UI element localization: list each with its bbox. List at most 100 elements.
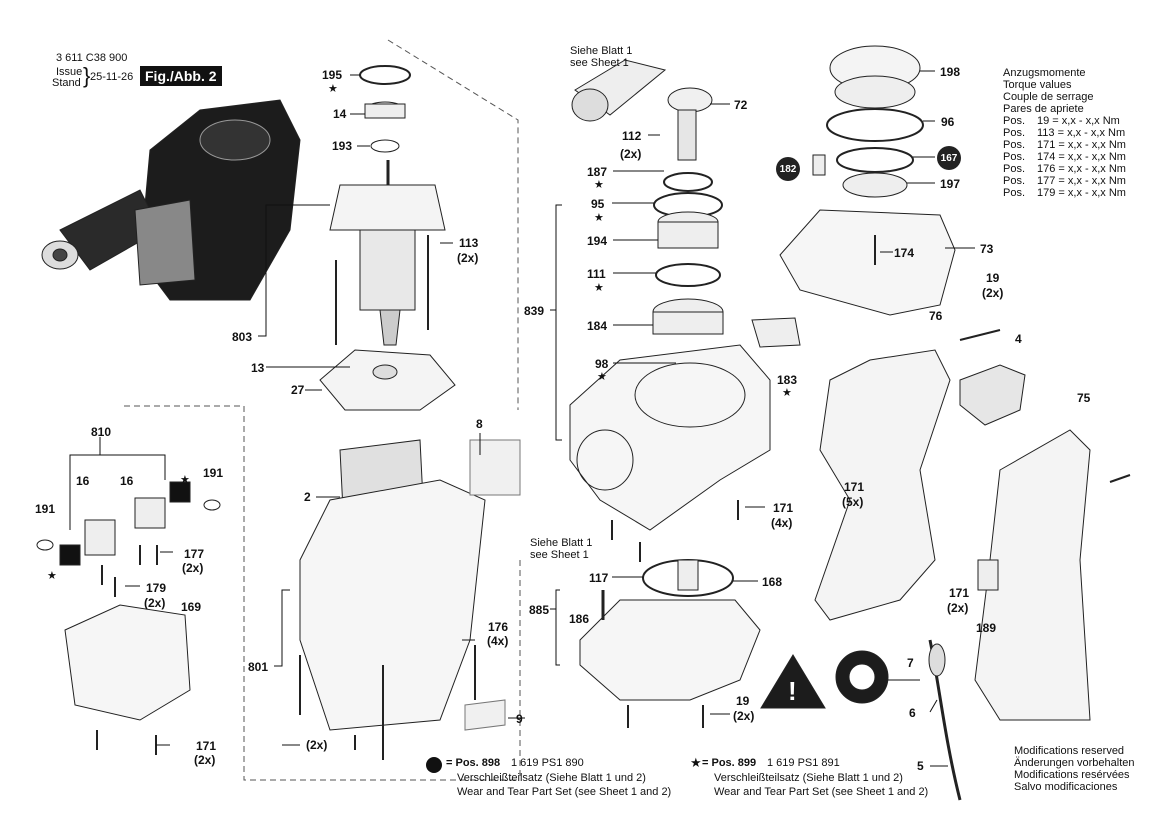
torque-table: Anzugsmomente Torque values Couple de se… [1003, 67, 1126, 199]
torque-title-de: Anzugsmomente [1003, 67, 1086, 79]
part-171-lower: 171 [949, 586, 970, 600]
wear-set-de-2: Verschleißteilsatz (Siehe Blatt 1 und 2) [714, 772, 903, 784]
part-8: 8 [476, 417, 483, 431]
part-171-mid: 171 [773, 501, 794, 515]
mods-de: Änderungen vorbehalten [1014, 757, 1135, 769]
torque-key: Pos. [1003, 175, 1026, 187]
figure-label: Fig./Abb. 2 [140, 66, 222, 86]
part-198: 198 [940, 65, 961, 79]
part-186: 186 [569, 612, 590, 626]
part-76: 76 [929, 309, 943, 323]
torque-key: Pos. [1003, 151, 1026, 163]
torque-row: Pos.171 = x,x - x,x Nm [1003, 139, 1126, 151]
part-801: 801 [248, 660, 269, 674]
part-111: 111 [587, 267, 606, 281]
part-174: 174 [894, 246, 915, 260]
torque-key: Pos. [1003, 127, 1026, 139]
part-171-mid-qty: (4x) [771, 516, 793, 530]
sheet-ref-mid: Siehe Blatt 1 see Sheet 1 [530, 537, 592, 561]
part-182-badge: 182 [776, 157, 800, 181]
part-19-bottom-qty: (2x) [733, 709, 755, 723]
sheet-ref-mid-line1: Siehe Blatt 1 [530, 537, 593, 549]
part-176: 176 [488, 620, 509, 634]
part-168: 168 [762, 575, 783, 589]
part-96: 96 [941, 115, 955, 129]
torque-row: Pos. 176 = x,x - x,x Nm [1003, 163, 1126, 175]
torque-row: Pos.174 = x,x - x,x Nm [1003, 151, 1126, 163]
part-27: 27 [291, 383, 305, 397]
part-2: 2 [304, 490, 311, 504]
torque-value: 177 = x,x - x,x Nm [1037, 175, 1126, 187]
torque-row: Pos. 177 = x,x - x,x Nm [1003, 175, 1126, 187]
part-19-top: 19 [986, 271, 1000, 285]
stand-label: Stand [52, 77, 81, 89]
torque-key: Pos. [1003, 163, 1026, 175]
wear-set-en-1: Wear and Tear Part Set (see Sheet 1 and … [457, 786, 672, 798]
torque-value: 19 = x,x - x,x Nm [1037, 115, 1120, 127]
part-195: 195 [322, 68, 343, 82]
torque-row: Pos. 113 = x,x - x,x Nm [1003, 127, 1126, 139]
torque-key: Pos. [1003, 187, 1026, 199]
part-95: 95 [591, 197, 605, 211]
star-icon: ★ [594, 282, 604, 294]
torque-value: 176 = x,x - x,x Nm [1037, 163, 1126, 175]
star-icon: ★ [594, 179, 604, 191]
part-179: 179 [146, 581, 167, 595]
part-113: 113 [459, 236, 479, 250]
part-7: 7 [907, 656, 914, 670]
pos-898-number: 1 619 PS1 890 [511, 757, 584, 769]
part-13: 13 [251, 361, 265, 375]
sheet-ref-top-line2: see Sheet 1 [570, 57, 629, 69]
sheet-ref-top-line1: Siehe Blatt 1 [570, 45, 633, 57]
part-194: 194 [587, 234, 608, 248]
pos-898-label: = Pos. 898 [446, 757, 501, 769]
star-icon: ★ [594, 212, 604, 224]
part-16-left: 16 [76, 474, 90, 488]
torque-key: Pos. [1003, 139, 1026, 151]
torque-title-fr: Couple de serrage [1003, 91, 1094, 103]
part-179-qty: (2x) [144, 596, 166, 610]
wear-set-en-2: Wear and Tear Part Set (see Sheet 1 and … [714, 786, 929, 798]
drawing-code: 3 611 C38 900 [56, 52, 128, 64]
issue-label: Issue [56, 66, 83, 78]
part-810: 810 [91, 425, 112, 439]
part-9: 9 [516, 712, 523, 726]
mods-es: Salvo modificaciones [1014, 781, 1118, 793]
part-189: 189 [976, 621, 997, 635]
part-171-lower-qty: (2x) [947, 601, 969, 615]
star-icon: ★ [47, 570, 57, 582]
part-184: 184 [587, 319, 608, 333]
star-icon: ★ [180, 474, 190, 486]
wear-set-de-1: Verschleißteilsatz (Siehe Blatt 1 und 2) [457, 772, 646, 784]
part-191-left: 191 [35, 502, 56, 516]
part-75: 75 [1077, 391, 1091, 405]
torque-title-en: Torque values [1003, 79, 1072, 91]
part-14: 14 [333, 107, 347, 121]
mods-fr: Modifications resérvées [1014, 769, 1130, 781]
torque-value: 179 = x,x - x,x Nm [1037, 187, 1126, 199]
part-112: 112 [622, 129, 642, 143]
sheet-ref-mid-line2: see Sheet 1 [530, 549, 589, 561]
wear-set-dot-icon [426, 757, 442, 773]
sheet-ref-top: Siehe Blatt 1 see Sheet 1 [570, 45, 632, 69]
torque-key: Pos. [1003, 115, 1026, 127]
mods-en: Modifications reserved [1014, 745, 1125, 757]
part-839: 839 [524, 304, 545, 318]
torque-value: 113 = x,x - x,x Nm [1037, 127, 1126, 139]
part-191-right: 191 [203, 466, 224, 480]
part-117: 117 [589, 571, 609, 585]
pos-899-number: 1 619 PS1 891 [767, 757, 840, 769]
part-98: 98 [595, 357, 609, 371]
part-112-qty: (2x) [620, 147, 642, 161]
part-171-bottom-left-qty: (2x) [194, 753, 216, 767]
part-4: 4 [1015, 332, 1022, 346]
modifications-note: Modifications reserved Änderungen vorbeh… [1014, 745, 1134, 793]
part-6: 6 [909, 706, 916, 720]
part-803: 803 [232, 330, 253, 344]
part-5: 5 [917, 759, 924, 773]
part-169: 169 [181, 600, 202, 614]
part-177-qty: (2x) [182, 561, 204, 575]
part-73: 73 [980, 242, 994, 256]
part-113-qty: (2x) [457, 251, 479, 265]
